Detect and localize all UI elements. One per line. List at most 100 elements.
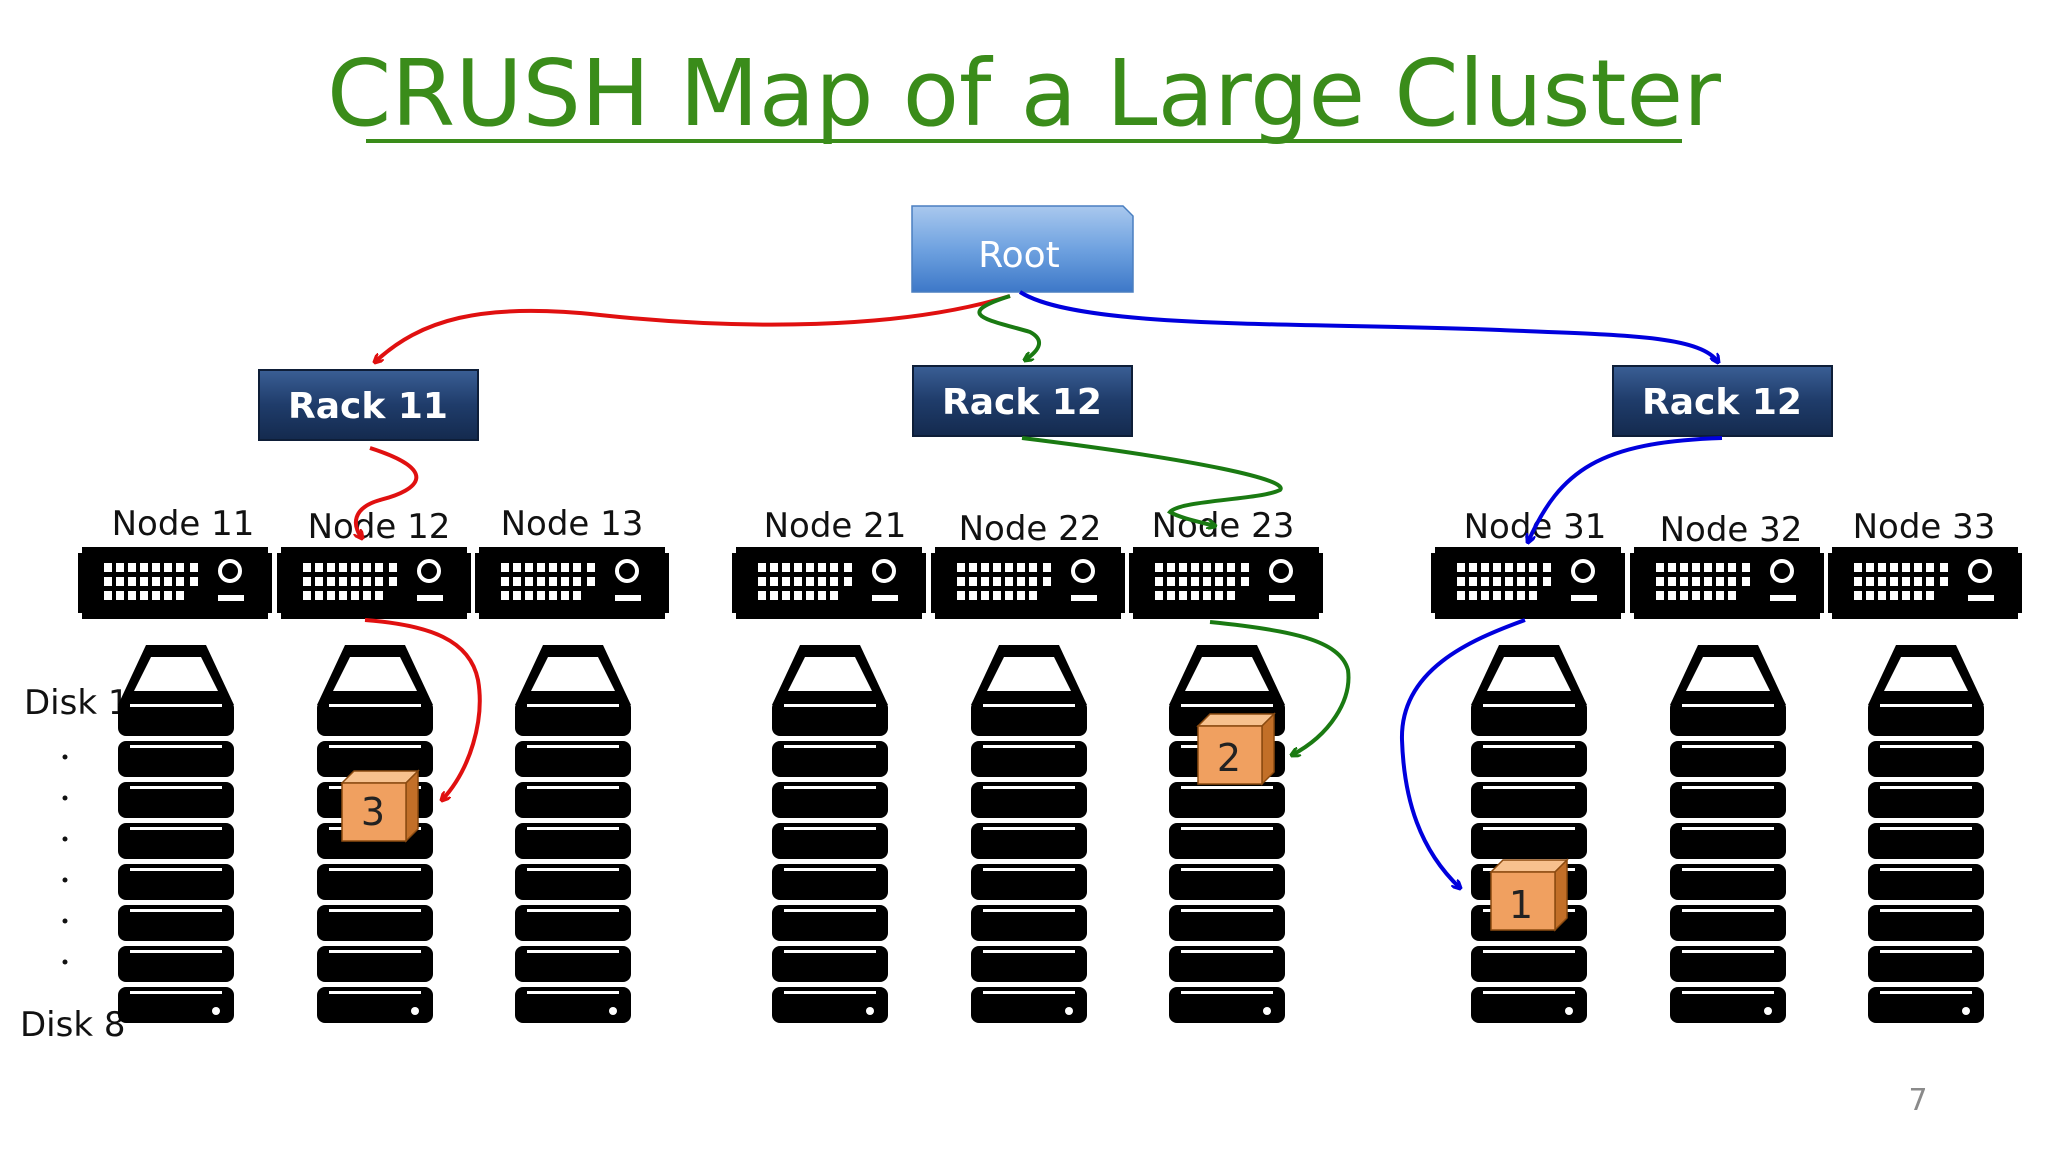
blue-path-node-to-disk bbox=[1399, 618, 1526, 888]
disk-unit bbox=[515, 905, 631, 941]
disk-unit bbox=[971, 905, 1087, 941]
node-label: Node 13 bbox=[501, 504, 644, 544]
server-icon bbox=[475, 547, 669, 619]
disk-unit bbox=[515, 864, 631, 900]
rack-box: Rack 12 bbox=[912, 365, 1133, 437]
green-path-rack-to-node bbox=[1021, 436, 1283, 526]
disk-unit bbox=[1670, 823, 1786, 859]
disk-unit bbox=[772, 700, 888, 736]
disk-unit bbox=[971, 741, 1087, 777]
server-icon bbox=[931, 547, 1125, 619]
root-label: Root bbox=[978, 235, 1060, 276]
disk-unit bbox=[1169, 823, 1285, 859]
disk-stack bbox=[118, 645, 234, 1023]
disk-unit bbox=[118, 905, 234, 941]
disk-stack bbox=[772, 645, 888, 1023]
disk-unit bbox=[317, 905, 433, 941]
disk-stack bbox=[1868, 645, 1984, 1023]
rack-label: Rack 11 bbox=[288, 386, 448, 427]
disk-unit bbox=[1670, 741, 1786, 777]
red-path-rack-to-node bbox=[356, 446, 419, 538]
disk-ellipsis bbox=[62, 754, 68, 965]
disk-unit bbox=[1471, 782, 1587, 818]
disk-unit bbox=[1868, 823, 1984, 859]
disk-unit bbox=[317, 700, 433, 736]
node-label: Node 21 bbox=[764, 506, 907, 546]
disk-unit bbox=[1868, 905, 1984, 941]
replica-cube: 1 bbox=[1489, 858, 1569, 932]
disk-unit bbox=[1868, 946, 1984, 982]
disk-unit bbox=[1868, 987, 1984, 1023]
blue-path-root-to-rack bbox=[1018, 290, 1718, 362]
disk-unit bbox=[971, 823, 1087, 859]
disk-unit bbox=[1868, 782, 1984, 818]
slide-title: CRUSH Map of a Large Cluster bbox=[327, 40, 1721, 147]
disk-unit bbox=[118, 864, 234, 900]
disk-unit bbox=[515, 700, 631, 736]
disk-unit bbox=[772, 864, 888, 900]
disk-unit bbox=[515, 782, 631, 818]
disk-unit bbox=[515, 987, 631, 1023]
disk-unit bbox=[515, 823, 631, 859]
disk-stack bbox=[1670, 645, 1786, 1023]
disk-unit bbox=[118, 741, 234, 777]
server-icon bbox=[1431, 547, 1625, 619]
disk-unit bbox=[1670, 905, 1786, 941]
disk-unit bbox=[971, 946, 1087, 982]
disk-stack bbox=[971, 645, 1087, 1023]
disk-unit bbox=[317, 864, 433, 900]
replica-label: 3 bbox=[361, 790, 385, 834]
disk-unit bbox=[1471, 700, 1587, 736]
disk-last-label: Disk 8 bbox=[20, 1005, 125, 1045]
disk-stack bbox=[1471, 645, 1587, 1023]
replica-label: 1 bbox=[1509, 883, 1533, 927]
disk-unit bbox=[1471, 741, 1587, 777]
server-icon bbox=[277, 547, 471, 619]
disk-unit bbox=[1169, 987, 1285, 1023]
server-icon bbox=[1630, 547, 1824, 619]
disk-unit bbox=[1670, 700, 1786, 736]
server-icon bbox=[1828, 547, 2022, 619]
disk-unit bbox=[772, 741, 888, 777]
disk-unit bbox=[772, 905, 888, 941]
replica-label: 2 bbox=[1217, 736, 1241, 780]
disk-unit bbox=[1169, 864, 1285, 900]
blue-path-rack-to-node bbox=[1528, 436, 1723, 542]
disk-unit bbox=[971, 700, 1087, 736]
node-label: Node 32 bbox=[1660, 510, 1803, 550]
rack-box: Rack 11 bbox=[258, 369, 479, 441]
disk-unit bbox=[1868, 700, 1984, 736]
disk-unit bbox=[118, 987, 234, 1023]
red-path-node-to-disk bbox=[364, 618, 482, 800]
page-number: 7 bbox=[1908, 1083, 1927, 1118]
disk-unit bbox=[971, 782, 1087, 818]
disk-unit bbox=[317, 741, 433, 777]
disk-unit bbox=[1868, 741, 1984, 777]
disk-unit bbox=[515, 946, 631, 982]
disk-unit bbox=[1471, 987, 1587, 1023]
disk-unit bbox=[118, 823, 234, 859]
disk-unit bbox=[118, 700, 234, 736]
disk-unit bbox=[1670, 782, 1786, 818]
disk-first-label: Disk 1 bbox=[24, 683, 129, 723]
server-icon bbox=[78, 547, 272, 619]
disk-unit bbox=[1670, 987, 1786, 1023]
red-path-root-to-rack bbox=[375, 294, 1011, 362]
disk-unit bbox=[1670, 946, 1786, 982]
node-label: Node 11 bbox=[112, 504, 255, 544]
disk-unit bbox=[317, 987, 433, 1023]
replica-cube: 2 bbox=[1196, 712, 1276, 786]
disk-unit bbox=[1169, 782, 1285, 818]
disk-unit bbox=[772, 823, 888, 859]
node-servers bbox=[78, 547, 2022, 619]
node-label: Node 12 bbox=[308, 507, 451, 547]
disk-unit bbox=[1169, 946, 1285, 982]
disk-unit bbox=[515, 741, 631, 777]
disk-unit bbox=[1471, 946, 1587, 982]
server-icon bbox=[1129, 547, 1323, 619]
disk-unit bbox=[772, 946, 888, 982]
disk-unit bbox=[772, 782, 888, 818]
root-box: Root bbox=[911, 205, 1134, 293]
